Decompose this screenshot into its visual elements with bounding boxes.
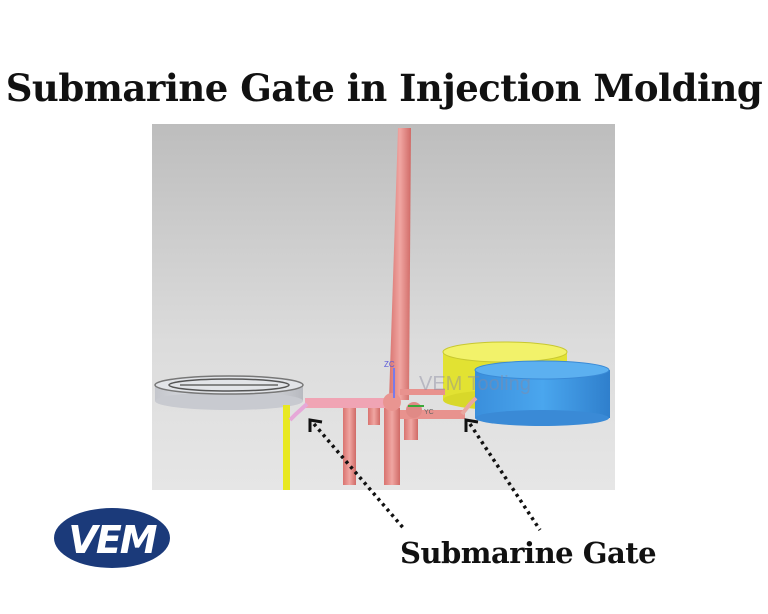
z-axis-label: ZC xyxy=(384,360,395,369)
runner-right xyxy=(400,410,465,419)
cad-viewport xyxy=(152,124,615,490)
submarine-gate-left xyxy=(288,402,309,422)
grey-cavity-part xyxy=(154,375,304,410)
submarine-gate-right xyxy=(460,396,478,416)
callout-arrow-left xyxy=(308,418,407,532)
runner-junction xyxy=(383,393,401,411)
submarine-gate-label: Submarine Gate xyxy=(400,536,657,570)
runner-left xyxy=(305,398,400,408)
svg-text:VEM: VEM xyxy=(68,518,157,562)
blue-cavity-part xyxy=(474,360,610,426)
sprue-lower xyxy=(384,400,400,485)
sprue xyxy=(389,128,411,400)
callout-arrow-right xyxy=(464,418,542,531)
cold-slug-well xyxy=(343,405,356,485)
runner-branch xyxy=(368,405,380,425)
watermark: VEM Tooling xyxy=(419,373,531,395)
y-axis-label: YC xyxy=(424,409,434,416)
page-title: Submarine Gate in Injection Molding xyxy=(5,66,763,110)
ejector-pin xyxy=(283,405,290,490)
runner-junction xyxy=(406,402,422,418)
vem-logo: VEM xyxy=(54,508,170,568)
